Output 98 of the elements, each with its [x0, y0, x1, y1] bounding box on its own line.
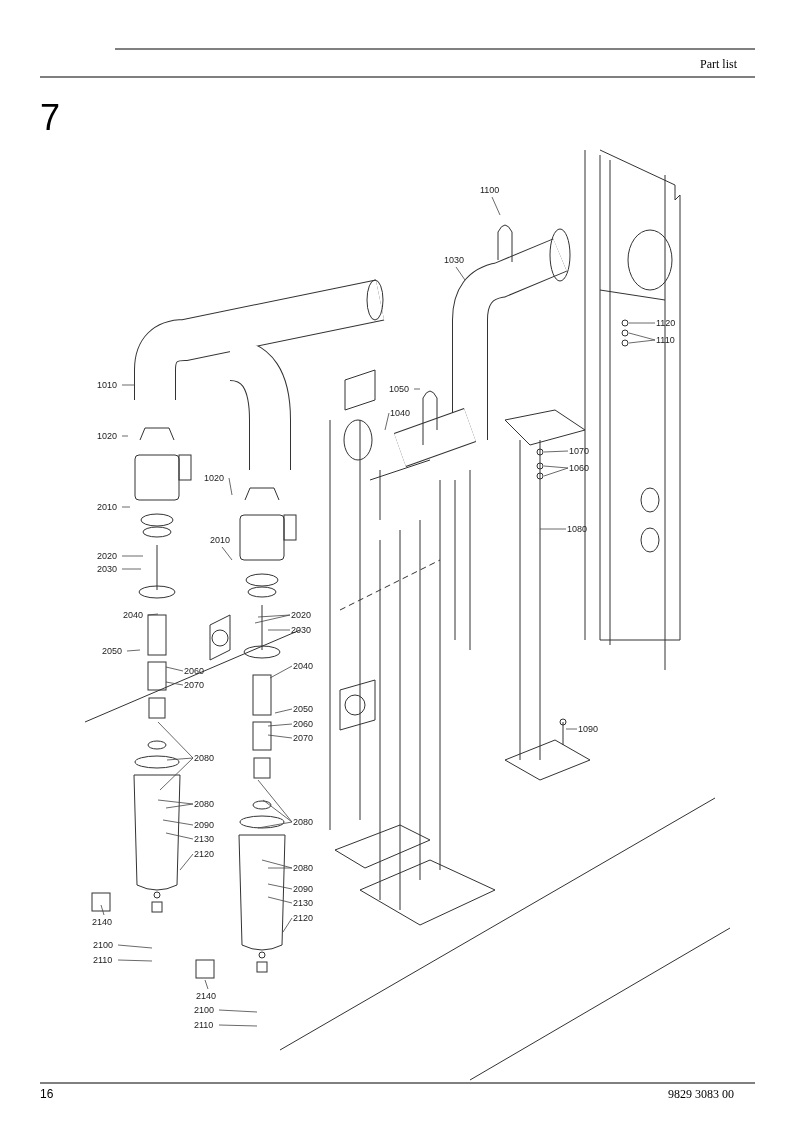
- leader-line: [257, 821, 293, 829]
- leader-line: [628, 332, 656, 341]
- callout-number: 2100: [93, 940, 114, 951]
- leader-line: [204, 979, 209, 990]
- callout-number: 1020: [97, 431, 118, 442]
- callout-number: 2110: [93, 955, 113, 966]
- leader-line: [100, 904, 105, 916]
- callout-number: 1010: [97, 380, 118, 391]
- leader-line: [228, 477, 233, 496]
- callout-number: 1040: [390, 408, 411, 419]
- leader-line: [126, 649, 141, 652]
- page-number: 16: [40, 1088, 54, 1100]
- callout-number: 2010: [97, 502, 118, 513]
- leader-line: [157, 799, 194, 805]
- callout-number: 2020: [291, 610, 312, 621]
- callout-number: 2140: [92, 917, 113, 928]
- callout-number: 2040: [293, 661, 314, 672]
- callout-number: 2110: [194, 1020, 214, 1031]
- leader-line: [491, 196, 501, 216]
- callout-number: 2130: [293, 898, 314, 909]
- callout-number: 2040: [123, 610, 144, 621]
- leader-line: [543, 450, 569, 453]
- leader-line: [628, 339, 656, 344]
- leader-line: [165, 832, 194, 840]
- leader-line: [267, 896, 293, 904]
- callout-number: 1030: [444, 255, 465, 266]
- callout-number: 1080: [567, 524, 588, 535]
- document-number: 9829 3083 00: [668, 1088, 734, 1100]
- leader-line: [117, 959, 153, 962]
- callout-number: 2140: [196, 991, 217, 1002]
- leader-line: [165, 681, 184, 686]
- callout-number: 2060: [184, 666, 205, 677]
- callout-number: 2090: [194, 820, 215, 831]
- leader-line: [121, 506, 131, 508]
- callout-number: 2010: [210, 535, 231, 546]
- leader-line: [179, 853, 194, 871]
- leader-line: [159, 757, 194, 791]
- callout-number: 2030: [97, 564, 118, 575]
- callout-number: 2120: [293, 913, 314, 924]
- leader-line: [257, 614, 291, 618]
- leader-line: [267, 629, 291, 631]
- leader-line: [267, 883, 293, 890]
- callout-number: 1050: [389, 384, 410, 395]
- callout-number: 1060: [569, 463, 590, 474]
- page-heading: Part list: [700, 58, 737, 70]
- leader-line: [267, 734, 293, 739]
- callout-number: 1020: [204, 473, 225, 484]
- leader-line: [628, 322, 656, 324]
- callout-number: 1110: [656, 335, 675, 346]
- callout-number: 2050: [293, 704, 314, 715]
- callout-number: 2080: [293, 817, 314, 828]
- leader-line: [121, 555, 144, 557]
- callout-number: 2090: [293, 884, 314, 895]
- leader-line: [254, 614, 291, 624]
- callout-number: 2080: [293, 863, 314, 874]
- callout-number: 1090: [578, 724, 599, 735]
- callout-number: 2070: [184, 680, 205, 691]
- callout-number: 2030: [291, 625, 312, 636]
- leader-line: [157, 721, 194, 759]
- leader-line: [543, 467, 569, 477]
- callout-number: 1100: [480, 185, 500, 196]
- leader-line: [166, 757, 194, 761]
- callout-number: 2020: [97, 551, 118, 562]
- section-number: 7: [40, 100, 61, 136]
- callout-number: 2060: [293, 719, 314, 730]
- callout-number: 2130: [194, 834, 215, 845]
- leader-line: [539, 528, 567, 530]
- leader-line: [117, 944, 153, 949]
- leader-line: [413, 388, 421, 390]
- leader-line: [455, 266, 466, 281]
- leader-line: [221, 546, 233, 561]
- callout-number: 2100: [194, 1005, 215, 1016]
- callout-number: 2070: [293, 733, 314, 744]
- callout-number: 1120: [656, 318, 676, 329]
- leader-line: [565, 728, 578, 730]
- leader-line: [121, 435, 129, 437]
- leader-line: [267, 867, 293, 869]
- leader-line: [121, 384, 136, 386]
- leader-line: [269, 665, 293, 679]
- leader-line: [262, 799, 293, 823]
- callout-number: 2050: [102, 646, 123, 657]
- leader-line: [121, 568, 142, 570]
- leader-line: [257, 779, 293, 823]
- leader-line: [218, 1024, 258, 1027]
- leader-line: [543, 465, 569, 469]
- callout-number: 1070: [569, 446, 590, 457]
- leader-line: [274, 708, 293, 714]
- leader-line: [147, 613, 159, 616]
- leader-line: [162, 819, 194, 826]
- leader-line: [165, 803, 194, 809]
- callout-number: 2120: [194, 849, 215, 860]
- leader-line: [384, 412, 390, 431]
- leader-line: [165, 666, 184, 672]
- leader-line: [282, 917, 293, 933]
- leader-line: [218, 1009, 258, 1013]
- leader-line: [267, 723, 293, 727]
- callout-number: 2080: [194, 799, 215, 810]
- callout-number: 2080: [194, 753, 215, 764]
